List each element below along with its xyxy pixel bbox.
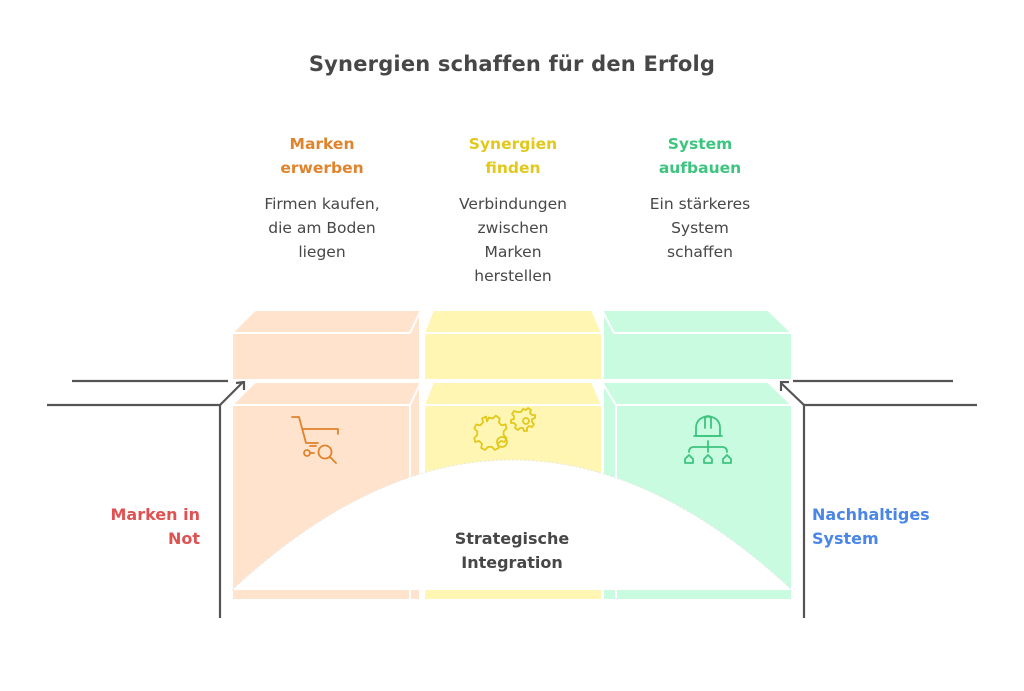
column-heading-build: System aufbauen xyxy=(605,132,795,180)
right-label: Nachhaltiges System xyxy=(812,503,992,551)
column-heading-acquire: Marken erwerben xyxy=(232,132,412,180)
label-line: Marken in xyxy=(110,505,200,524)
description-line: herstellen xyxy=(474,267,552,285)
left-label: Marken in Not xyxy=(40,503,200,551)
description-line: Firmen kaufen, xyxy=(264,195,380,213)
heading-line: Marken xyxy=(289,135,355,153)
column-description-build: Ein stärkeres System schaffen xyxy=(600,192,800,264)
description-line: liegen xyxy=(298,243,346,261)
description-line: schaffen xyxy=(667,243,733,261)
label-line: Integration xyxy=(461,553,563,572)
center-label: Strategische Integration xyxy=(412,527,612,575)
description-line: zwischen xyxy=(477,219,549,237)
heading-line: aufbauen xyxy=(658,159,742,177)
column-description-acquire: Firmen kaufen, die am Boden liegen xyxy=(222,192,422,264)
description-line: die am Boden xyxy=(268,219,376,237)
column-heading-synergies: Synergien finden xyxy=(418,132,608,180)
label-line: Nachhaltiges xyxy=(812,505,930,524)
label-line: Not xyxy=(167,529,200,548)
description-line: Verbindungen xyxy=(459,195,567,213)
block-green xyxy=(602,309,793,601)
label-line: System xyxy=(812,529,879,548)
arch-outline xyxy=(231,459,793,591)
block-orange xyxy=(231,309,421,601)
shopping-cart-search-icon xyxy=(291,416,339,464)
page-title: Synergien schaffen für den Erfolg xyxy=(308,52,716,76)
description-line: Ein stärkeres xyxy=(649,195,751,213)
hardhat-hierarchy-icon xyxy=(684,415,732,464)
heading-line: System xyxy=(667,135,733,153)
column-description-synergies: Verbindungen zwischen Marken herstellen xyxy=(413,192,613,288)
heading-line: finden xyxy=(485,159,541,177)
gears-icon xyxy=(473,407,536,451)
description-line: Marken xyxy=(484,243,542,261)
right-cliff xyxy=(779,379,977,618)
heading-line: erwerben xyxy=(280,159,364,177)
heading-line: Synergien xyxy=(468,135,558,153)
description-line: System xyxy=(671,219,729,237)
left-cliff xyxy=(47,379,246,618)
label-line: Strategische xyxy=(454,529,570,548)
